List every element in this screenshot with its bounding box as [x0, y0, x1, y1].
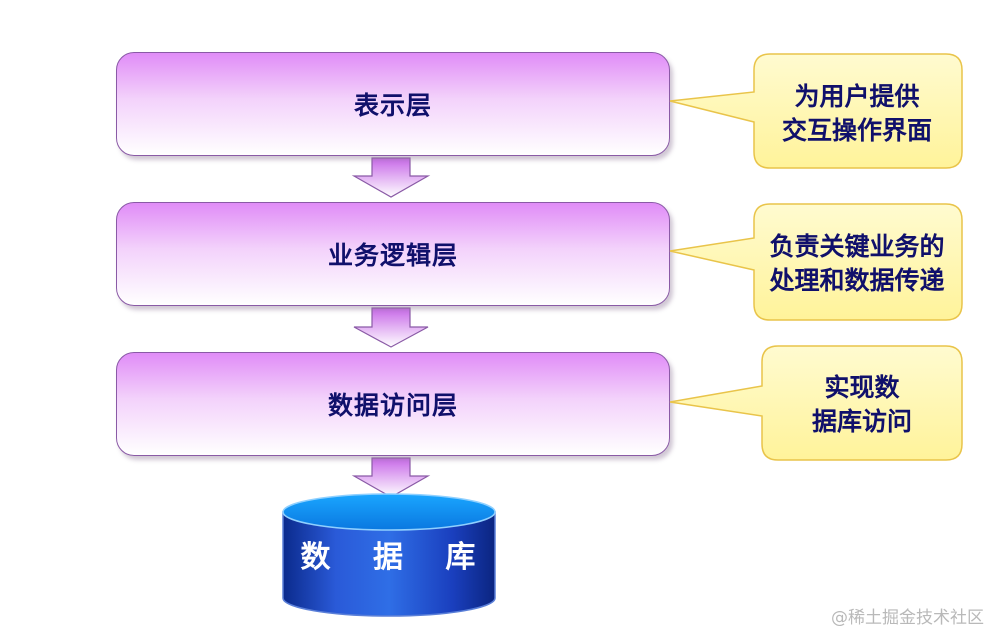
data-access-layer-box: 数据访问层: [116, 352, 670, 456]
callout-business-logic-line2: 处理和数据传递: [768, 266, 944, 295]
callout-data-access-line1: 实现数: [824, 373, 900, 402]
arrow-down-2: [353, 307, 429, 348]
callout-business-logic: 负责关键业务的 处理和数据传递: [669, 203, 963, 321]
callout-data-access-line2: 据库访问: [812, 407, 912, 436]
callout-data-access: 实现数 据库访问: [669, 345, 963, 461]
arrow-down-1: [351, 157, 431, 198]
data-access-layer-label: 数据访问层: [327, 391, 458, 420]
arrow-down-3: [351, 457, 431, 498]
callout-presentation-line1: 为用户提供: [794, 82, 919, 111]
presentation-layer-label: 表示层: [353, 91, 432, 120]
callout-business-logic-line1: 负责关键业务的: [769, 232, 944, 261]
presentation-layer-box: 表示层: [116, 52, 670, 156]
business-logic-layer-box: 业务逻辑层: [116, 202, 670, 306]
database-label: 数 据 库: [301, 540, 492, 575]
business-logic-layer-label: 业务逻辑层: [327, 241, 458, 270]
watermark: @稀土掘金技术社区: [831, 608, 984, 628]
callout-presentation: 为用户提供 交互操作界面: [669, 53, 963, 169]
callout-presentation-line2: 交互操作界面: [782, 116, 932, 145]
